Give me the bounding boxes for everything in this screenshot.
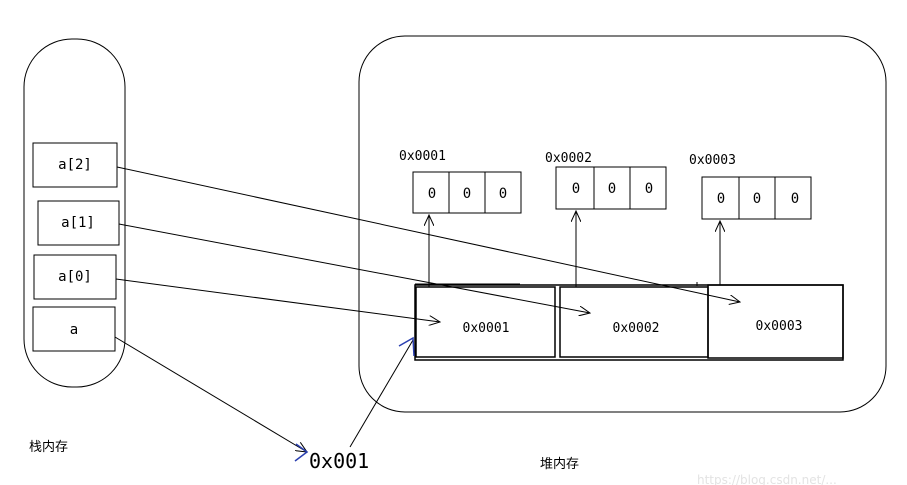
heap-array-2-address: 0x0002 [545, 151, 592, 166]
stack-cell-a-label: a [70, 322, 78, 338]
heap-container [358, 35, 887, 413]
heap-array-2-value-1: 0 [608, 181, 616, 197]
reference-cell-2-label: 0x0002 [613, 321, 660, 336]
reference-cell-1 [415, 286, 556, 358]
reference-cell-3-label: 0x0003 [756, 319, 803, 334]
heap-array-1-address: 0x0001 [399, 149, 446, 164]
heap-array-2-value-2: 0 [645, 181, 653, 197]
heap-array-3-address: 0x0003 [689, 153, 736, 168]
heap-memory-label: 堆内存 [540, 456, 579, 472]
stack-cell-a2-label: a[2] [58, 157, 92, 173]
stack-cell-a0 [33, 254, 117, 300]
heap-array-3-value-0: 0 [717, 191, 725, 207]
address-label: 0x001 [309, 449, 369, 473]
heap-array-2-value-0: 0 [572, 181, 580, 197]
stack-cell-a [32, 306, 116, 352]
heap-array-3 [701, 176, 812, 220]
arrow-a-to-address [114, 336, 307, 452]
address-arrowhead-blue [294, 443, 309, 462]
stack-cell-a2 [32, 142, 118, 188]
arrow-a2-to-0x0003 [116, 166, 740, 302]
heap-array-2 [555, 166, 667, 210]
heap-array-1-value-1: 0 [463, 186, 471, 202]
heap-array-1-value-2: 0 [499, 186, 507, 202]
heap-array-1-value-0: 0 [428, 186, 436, 202]
array-arrowhead-blue [398, 336, 415, 357]
stack-memory-label: 栈内存 [29, 439, 68, 455]
watermark: https://blog.csdn.net/... [697, 473, 837, 485]
arrow-a1-to-0x0002 [118, 223, 590, 313]
stack-cell-a1 [37, 200, 120, 246]
reference-cell-1-label: 0x0001 [463, 321, 510, 336]
arrow-address-to-array [349, 339, 414, 448]
heap-array-3-value-2: 0 [791, 191, 799, 207]
arrow-a0-to-0x0001 [115, 278, 440, 322]
reference-cell-3 [707, 284, 844, 359]
heap-array-3-value-1: 0 [753, 191, 761, 207]
stack-cell-a1-label: a[1] [61, 215, 95, 231]
stack-container [23, 38, 126, 388]
stack-cell-a0-label: a[0] [58, 269, 92, 285]
heap-array-1 [412, 171, 522, 214]
